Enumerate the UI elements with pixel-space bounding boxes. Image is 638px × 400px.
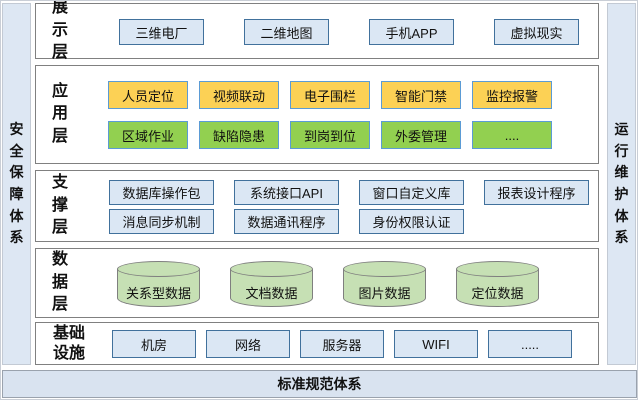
support-modules-row-1: 数据库操作包系统接口API 窗口自定义库报表设计程序 [109,180,589,205]
layer-data-label: 数据层 [51,251,68,314]
infrastructure-modules-row: 机房网络服务器 WIFI..... [112,330,572,358]
module-box: 区域作业 [108,121,188,149]
layer-data: 数据层 关系型数据 文档数据 图片数据 [35,248,599,318]
module-box: 机房 [112,330,196,358]
layer-infrastructure-label: 基础设施 [52,324,85,362]
module-box: ..... [488,330,572,358]
security-assurance-label: 安全保障体系 [9,120,24,246]
cylinder-label: 定位数据 [471,285,524,301]
cylinder-label: 关系型数据 [125,285,191,301]
layer-infrastructure-rows: 机房网络服务器 WIFI..... [112,330,572,358]
cylinder-top-shape [230,261,313,277]
layer-support-rows: 数据库操作包系统接口API 窗口自定义库报表设计程序 消息同步机制数据通讯程序身份… [109,180,589,234]
layer-application: 应用层 人员定位视频联动电子围栏智能门禁监控报警 区域作业缺陷隐患到岗到位外委管… [35,65,599,164]
data-cylinder: 图片数据 [343,261,426,307]
module-box: 外委管理 [381,121,461,149]
display-modules-row: 三维电厂 二维地图 手机APP 虚拟现实 [119,19,579,45]
cylinder-top-shape [456,261,539,277]
operation-maintenance-label: 运行维护体系 [614,120,629,246]
layer-display-label: 展示层 [51,0,68,62]
module-box: 身份权限认证 [359,209,464,234]
module-box: 网络 [206,330,290,358]
cylinder-top-shape [117,261,200,277]
cylinder-label: 文档数据 [245,285,298,301]
support-modules-row-2: 消息同步机制数据通讯程序身份权限认证 [109,209,589,234]
module-box: 电子围栏 [290,81,370,109]
module-box: 三维电厂 [119,19,204,45]
module-box: 服务器 [300,330,384,358]
data-cylinder: 定位数据 [456,261,539,307]
module-box: 视频联动 [199,81,279,109]
data-cylinder: 文档数据 [230,261,313,307]
layer-infrastructure: 基础设施 机房网络服务器 WIFI..... [35,322,599,365]
module-box: WIFI [394,330,478,358]
layer-display-rows: 三维电厂 二维地图 手机APP 虚拟现实 [119,19,579,45]
layer-support-label: 支撑层 [51,174,68,237]
module-box: 二维地图 [244,19,329,45]
layer-application-rows: 人员定位视频联动电子围栏智能门禁监控报警 区域作业缺陷隐患到岗到位外委管理...… [108,81,552,149]
module-box: 监控报警 [472,81,552,109]
layer-display: 展示层 三维电厂 二维地图 手机APP 虚拟现实 [35,0,599,62]
module-box: 系统接口API [234,180,339,205]
module-box: 窗口自定义库 [359,180,464,205]
module-box: 人员定位 [108,81,188,109]
module-box: 手机APP [369,19,454,45]
module-box: .... [472,121,552,149]
cylinder-top-shape [343,261,426,277]
standards-bar-label: 标准规范体系 [277,376,362,392]
cylinder-label: 图片数据 [358,285,411,301]
layer-data-rows: 关系型数据 文档数据 图片数据 定位数据 [117,261,539,307]
operation-maintenance-pillar: 运行维护体系 [607,3,636,365]
data-cylinders-row: 关系型数据 文档数据 图片数据 定位数据 [117,261,539,307]
module-box: 到岗到位 [290,121,370,149]
layer-support: 支撑层 数据库操作包系统接口API 窗口自定义库报表设计程序 消息同步机制数据通讯… [35,170,599,242]
module-box: 消息同步机制 [109,209,214,234]
module-box: 虚拟现实 [494,19,579,45]
application-modules-row-2: 区域作业缺陷隐患到岗到位外委管理.... [108,121,552,149]
module-box: 数据通讯程序 [234,209,339,234]
module-box: 缺陷隐患 [199,121,279,149]
data-cylinder: 关系型数据 [117,261,200,307]
module-box: 报表设计程序 [484,180,589,205]
module-box: 智能门禁 [381,81,461,109]
module-box: 数据库操作包 [109,180,214,205]
security-assurance-pillar: 安全保障体系 [2,3,31,365]
application-modules-row-1: 人员定位视频联动电子围栏智能门禁监控报警 [108,81,552,109]
standards-bar: 标准规范体系 [2,370,637,398]
layer-application-label: 应用层 [51,82,68,145]
